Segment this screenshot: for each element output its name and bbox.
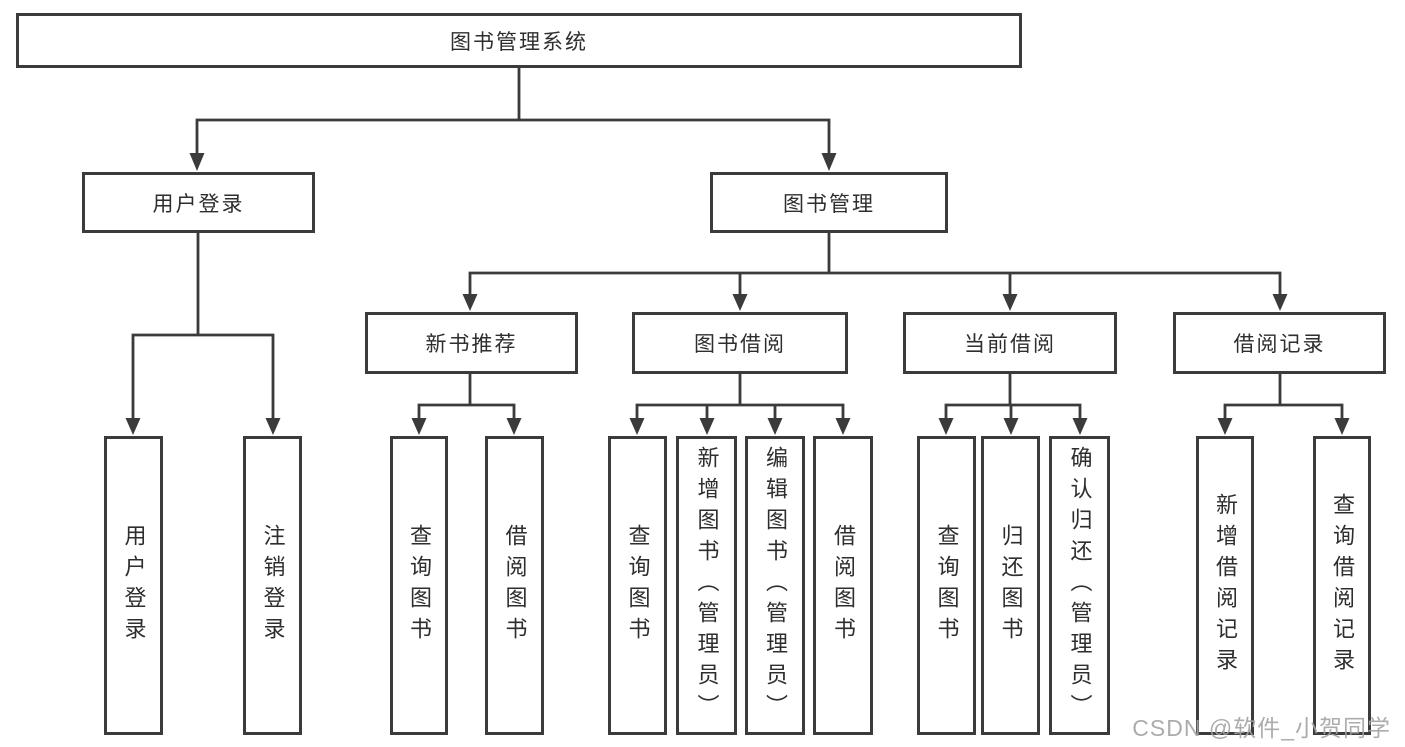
leaf-logout: 注销登录 — [243, 436, 302, 735]
node-root-system: 图书管理系统 — [16, 13, 1022, 68]
node-book-management: 图书管理 — [710, 172, 948, 233]
leaf-records-query-record: 查询借阅记录 — [1313, 436, 1371, 735]
leaf-user-login: 用户登录 — [104, 436, 163, 735]
csdn-watermark: CSDN @软件_小贺同学 — [1132, 715, 1391, 741]
node-user-login: 用户登录 — [82, 172, 315, 233]
leaf-newbook-borrow-books: 借阅图书 — [485, 436, 544, 735]
leaf-newbook-query-books: 查询图书 — [390, 436, 448, 735]
leaf-current-query-books: 查询图书 — [917, 436, 976, 735]
leaf-current-confirm-return-admin: 确认归还（管理员） — [1049, 436, 1110, 735]
node-book-borrow: 图书借阅 — [632, 312, 848, 374]
node-current-borrow: 当前借阅 — [903, 312, 1117, 374]
leaf-borrow-query-books: 查询图书 — [608, 436, 667, 735]
leaf-borrow-edit-books-admin: 编辑图书（管理员） — [745, 436, 805, 735]
leaf-borrow-borrow-books: 借阅图书 — [813, 436, 873, 735]
node-borrow-records: 借阅记录 — [1173, 312, 1386, 374]
node-new-book-recommend: 新书推荐 — [365, 312, 578, 374]
leaf-borrow-add-books-admin: 新增图书（管理员） — [676, 436, 737, 735]
leaf-current-return-books: 归还图书 — [981, 436, 1040, 735]
leaf-records-add-record: 新增借阅记录 — [1196, 436, 1254, 735]
